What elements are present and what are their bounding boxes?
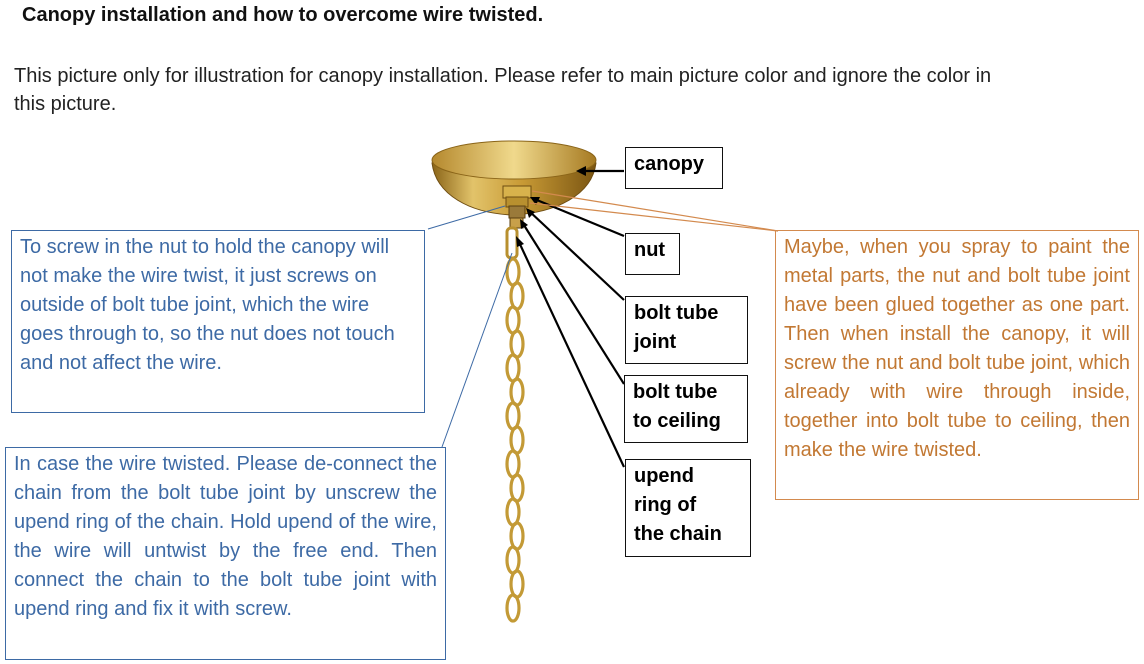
leader-lines-blue	[427, 205, 513, 448]
leader-lines-black	[517, 169, 625, 468]
label-canopy: canopy	[625, 147, 723, 189]
label-upend-ring: upend ring of the chain	[625, 459, 751, 557]
label-bolt-tube-joint: bolt tube joint	[625, 296, 748, 364]
label-nut: nut	[625, 233, 680, 275]
arrow-heads	[516, 166, 586, 247]
page-title: Canopy installation and how to overcome …	[22, 4, 544, 26]
chain-shape	[505, 257, 525, 623]
bolt-tube-shape	[508, 205, 526, 229]
note-nut: To screw in the nut to hold the canopy w…	[11, 230, 425, 413]
note-paint: Maybe, when you spray to paint the metal…	[775, 230, 1139, 500]
nut-shape	[502, 185, 532, 208]
label-bolt-tube-ceiling: bolt tube to ceiling	[624, 375, 748, 443]
leader-lines-orange	[529, 190, 779, 232]
intro-text: This picture only for illustration for c…	[14, 65, 992, 115]
note-wire-twisted: In case the wire twisted. Please de-conn…	[5, 447, 446, 660]
